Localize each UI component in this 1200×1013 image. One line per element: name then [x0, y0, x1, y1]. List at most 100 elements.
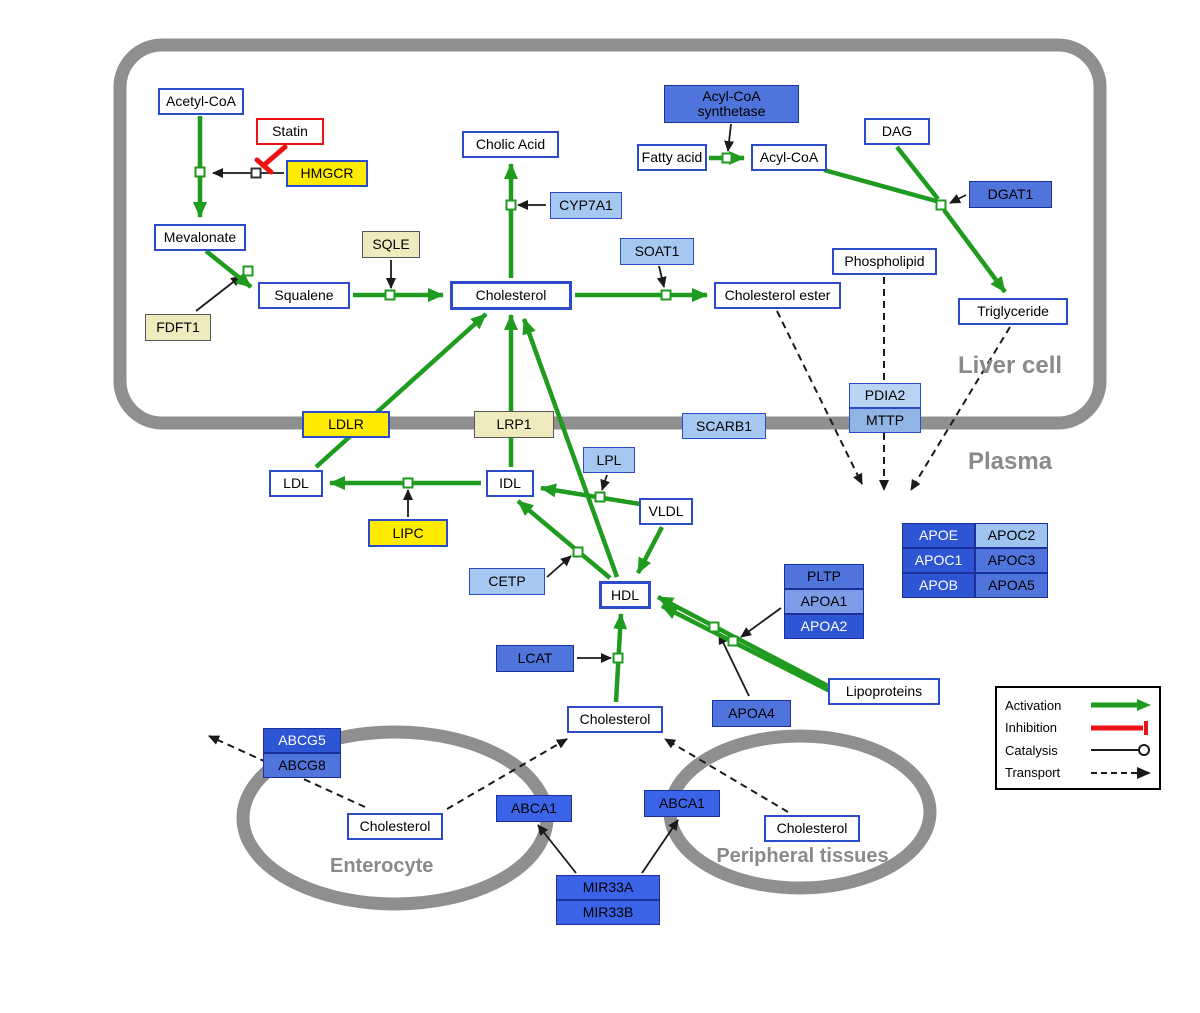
node-apoa5: APOA5: [975, 573, 1048, 598]
inhibition-tee-icon: [1091, 720, 1148, 735]
edge-apoa-stack-catalysis: [740, 607, 782, 638]
reaction-node: [612, 652, 624, 664]
transport-dashed-arrow-icon: [1091, 766, 1151, 779]
edge-mir33-abca1-right: [641, 819, 679, 874]
node-mir33a: MIR33A: [556, 875, 660, 900]
node-cholesterol-peripheral: Cholesterol: [764, 815, 860, 842]
legend-inhibition: Inhibition: [1005, 717, 1153, 739]
node-cholesterol-plasma: Cholesterol: [567, 706, 663, 733]
node-apoc2: APOC2: [975, 523, 1048, 548]
edge-ldl-ldlr-cholesterol: [314, 312, 488, 469]
legend: Activation Inhibition Catalysis Transpor…: [995, 686, 1161, 790]
plasma-label: Plasma: [968, 448, 1053, 475]
node-ldl: LDL: [269, 470, 323, 497]
node-lrp1: LRP1: [474, 411, 554, 438]
edge-lpl-catalysis: [600, 474, 610, 491]
edge-cetp-catalysis: [546, 555, 572, 578]
reaction-node: [242, 265, 254, 277]
edge-apoa4-catalysis: [718, 633, 750, 697]
legend-activation-label: Activation: [1005, 697, 1062, 713]
node-cholesterol-ester: Cholesterol ester: [714, 282, 841, 309]
node-cyp7a1: CYP7A1: [550, 192, 622, 219]
node-acetyl-coa: Acetyl-CoA: [158, 88, 244, 115]
edge-dgat1-catalysis: [949, 194, 967, 204]
node-apoe: APOE: [902, 523, 975, 548]
node-lipc: LIPC: [368, 519, 448, 547]
edge-vldl-hdl: [636, 525, 664, 575]
reaction-node: [935, 199, 947, 211]
node-lcat: LCAT: [496, 645, 574, 672]
node-abca1-peripheral: ABCA1: [644, 790, 720, 817]
statin-target-node: [250, 167, 262, 179]
reaction-node: [721, 152, 733, 164]
edge-acylcoa-junction: [823, 167, 937, 204]
reaction-node: [572, 546, 584, 558]
peripheral-tissues-label: Peripheral tissues: [716, 845, 889, 867]
edge-dag-junction: [895, 145, 940, 201]
reaction-node: [194, 166, 206, 178]
node-mttp: MTTP: [849, 408, 921, 433]
node-dag: DAG: [864, 118, 930, 145]
node-abcg5: ABCG5: [263, 728, 341, 753]
reaction-node: [708, 621, 720, 633]
node-soat1: SOAT1: [620, 238, 694, 265]
node-mevalonate: Mevalonate: [154, 224, 246, 251]
legend-activation: Activation: [1005, 694, 1153, 716]
node-sqle: SQLE: [362, 231, 420, 258]
legend-catalysis-label: Catalysis: [1005, 742, 1058, 758]
edge-mir33-abca1-left: [537, 824, 577, 874]
node-apob: APOB: [902, 573, 975, 598]
node-vldl: VLDL: [639, 498, 693, 525]
statin-inhibition-bar: [254, 157, 274, 175]
node-abcg8: ABCG8: [263, 753, 341, 778]
node-lipoproteins: Lipoproteins: [828, 678, 940, 705]
node-apoa1: APOA1: [784, 589, 864, 614]
edge-triglyceride-plasma: [910, 326, 1011, 491]
enterocyte-label: Enterocyte: [330, 855, 434, 877]
node-cetp: CETP: [469, 568, 545, 595]
node-phospholipid: Phospholipid: [832, 248, 937, 275]
node-squalene: Squalene: [258, 282, 350, 309]
node-cholesterol-enterocyte: Cholesterol: [347, 813, 443, 840]
liver-cell-label: Liver cell: [958, 352, 1063, 379]
node-ldlr: LDLR: [302, 411, 390, 438]
edge-hdl-cholesterol-uptake: [521, 318, 620, 578]
node-apoa4: APOA4: [712, 700, 791, 727]
reaction-nodes: [194, 152, 947, 664]
liver-cell-membrane: [113, 38, 1107, 430]
node-mir33b: MIR33B: [556, 900, 660, 925]
legend-transport: Transport: [1005, 762, 1153, 784]
node-fatty-acid: Fatty acid: [637, 144, 707, 171]
catalysis-circle-icon: [1091, 744, 1150, 757]
node-scarb1: SCARB1: [682, 413, 766, 439]
legend-catalysis: Catalysis: [1005, 739, 1153, 761]
activation-arrow-icon: [1091, 699, 1151, 711]
reaction-node: [594, 491, 606, 503]
node-cholesterol-liver: Cholesterol: [450, 281, 572, 310]
node-dgat1: DGAT1: [969, 181, 1052, 208]
edge-lipoproteins-hdl-lower: [660, 603, 838, 697]
reaction-node: [660, 289, 672, 301]
node-hmgcr: HMGCR: [286, 160, 368, 187]
edge-vldl-idl: [540, 483, 641, 507]
edge-acylcoasynthetase-catalysis: [724, 123, 735, 152]
catalysis-edges: [195, 123, 967, 874]
node-apoc1: APOC1: [902, 548, 975, 573]
edge-fdft1-catalysis: [195, 275, 242, 312]
edge-lipoproteins-hdl-upper: [656, 595, 830, 688]
node-pltp: PLTP: [784, 564, 864, 589]
edge-junction-triglyceride: [942, 208, 1007, 294]
node-triglyceride: Triglyceride: [958, 298, 1068, 325]
reaction-node: [727, 635, 739, 647]
edge-hdl-idl-cetp: [516, 499, 612, 580]
legend-transport-label: Transport: [1005, 765, 1061, 781]
node-hdl: HDL: [599, 581, 651, 609]
inhibition-edges: [254, 144, 288, 175]
node-abca1-enterocyte: ABCA1: [496, 795, 572, 822]
node-statin: Statin: [256, 118, 324, 145]
node-acyl-coa: Acyl-CoA: [751, 144, 827, 171]
node-cholic-acid: Cholic Acid: [462, 131, 559, 158]
legend-inhibition-label: Inhibition: [1005, 720, 1058, 736]
